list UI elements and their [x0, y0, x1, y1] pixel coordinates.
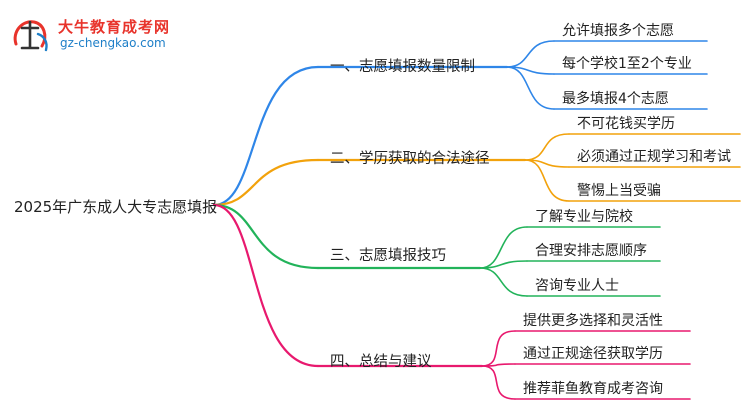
logo-title: 大牛教育成考网: [58, 18, 171, 36]
leaf-connector-1-1: [506, 40, 555, 68]
leaf-node-4-1: 提供更多选择和灵活性: [523, 313, 663, 329]
leaf-node-2-3: 警惕上当受骗: [577, 183, 661, 199]
branch-node-4: 四、总结与建议: [330, 354, 432, 370]
logo-emblem-icon: [13, 20, 48, 52]
leaf-connector-4-3: [481, 365, 516, 400]
leaf-node-2-2: 必须通过正规学习和考试: [577, 149, 731, 165]
branch-node-3: 三、志愿填报技巧: [330, 248, 446, 264]
leaf-node-3-1: 了解专业与院校: [535, 209, 633, 225]
leaf-node-1-1: 允许填报多个志愿: [562, 23, 674, 39]
branch-node-1: 一、志愿填报数量限制: [330, 59, 475, 75]
leaf-node-1-2: 每个学校1至2个专业: [562, 56, 692, 72]
leaf-connector-3-2: [479, 260, 528, 269]
leaf-connector-1-3: [506, 66, 555, 110]
leaf-connector-2-1: [524, 133, 570, 161]
leaf-connector-4-1: [481, 330, 516, 367]
leaf-connector-3-3: [479, 267, 528, 297]
leaf-connector-2-3: [524, 159, 570, 202]
logo-url: gz-chengkao.com: [60, 36, 166, 50]
branch-connector-2: [212, 158, 320, 207]
leaf-connector-3-1: [479, 226, 528, 269]
leaf-node-2-1: 不可花钱买学历: [577, 116, 675, 132]
site-logo[interactable]: 大牛教育成考网 gz-chengkao.com: [8, 14, 208, 56]
leaf-node-1-3: 最多填报4个志愿: [562, 91, 669, 107]
branch-connector-4: [212, 203, 320, 368]
branch-connector-3: [212, 203, 320, 270]
leaf-node-4-2: 通过正规途径获取学历: [523, 346, 663, 362]
leaf-node-3-2: 合理安排志愿顺序: [535, 243, 647, 259]
branch-connector-1: [212, 65, 320, 207]
leaf-node-4-3: 推荐菲鱼教育成考咨询: [523, 381, 663, 397]
branch-node-2: 二、学历获取的合法途径: [330, 151, 490, 167]
leaf-node-3-3: 咨询专业人士: [535, 278, 619, 294]
root-node: 2025年广东成人大专志愿填报: [14, 198, 218, 216]
